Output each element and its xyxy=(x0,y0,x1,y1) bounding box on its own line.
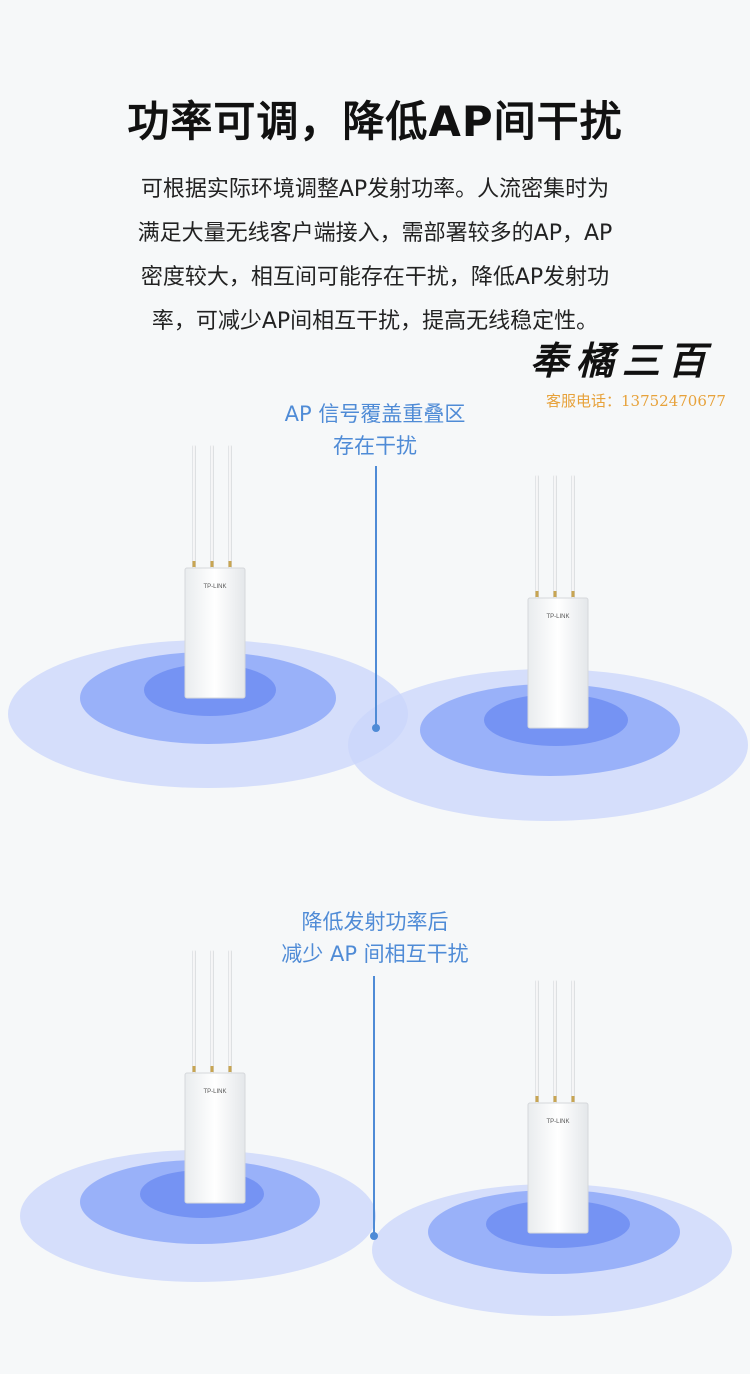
caption-line: 减少 AP 间相互干扰 xyxy=(281,942,469,966)
caption-line: 降低发射功率后 xyxy=(301,910,449,934)
description-line: 密度较大，相互间可能存在干扰，降低AP发射功 xyxy=(140,265,610,290)
description-line: 满足大量无线客户端接入，需部署较多的AP，AP xyxy=(137,221,613,246)
device-logo: TP-LINK xyxy=(203,1089,226,1095)
description-line: 可根据实际环境调整AP发射功率。人流密集时为 xyxy=(140,177,610,202)
pointer-dot-reduced xyxy=(370,1232,378,1240)
device-logo: TP-LINK xyxy=(546,1119,569,1125)
access-point-device: TP-LINK xyxy=(184,445,246,699)
pointer-dot-overlap xyxy=(372,724,380,732)
device-logo: TP-LINK xyxy=(203,584,226,590)
watermark-phone: 客服电话：13752470677 xyxy=(546,392,726,410)
description: 可根据实际环境调整AP发射功率。人流密集时为 满足大量无线客户端接入，需部署较多… xyxy=(80,168,670,344)
watermark-brand: 奉橘三百 xyxy=(530,338,715,383)
access-point-device: TP-LINK xyxy=(184,950,246,1204)
access-point-device: TP-LINK xyxy=(527,980,589,1234)
access-point-device: TP-LINK xyxy=(527,475,589,729)
coverage-ap2-section1 xyxy=(348,669,748,821)
caption-reduced: 降低发射功率后 减少 AP 间相互干扰 xyxy=(175,906,575,970)
caption-line: AP 信号覆盖重叠区 xyxy=(284,402,466,426)
caption-overlap: AP 信号覆盖重叠区 存在干扰 xyxy=(175,398,575,462)
page-title: 功率可调，降低AP间干扰 xyxy=(127,97,623,146)
description-line: 率，可减少AP间相互干扰，提高无线稳定性。 xyxy=(151,309,599,334)
device-logo: TP-LINK xyxy=(546,614,569,620)
caption-line: 存在干扰 xyxy=(333,434,417,458)
